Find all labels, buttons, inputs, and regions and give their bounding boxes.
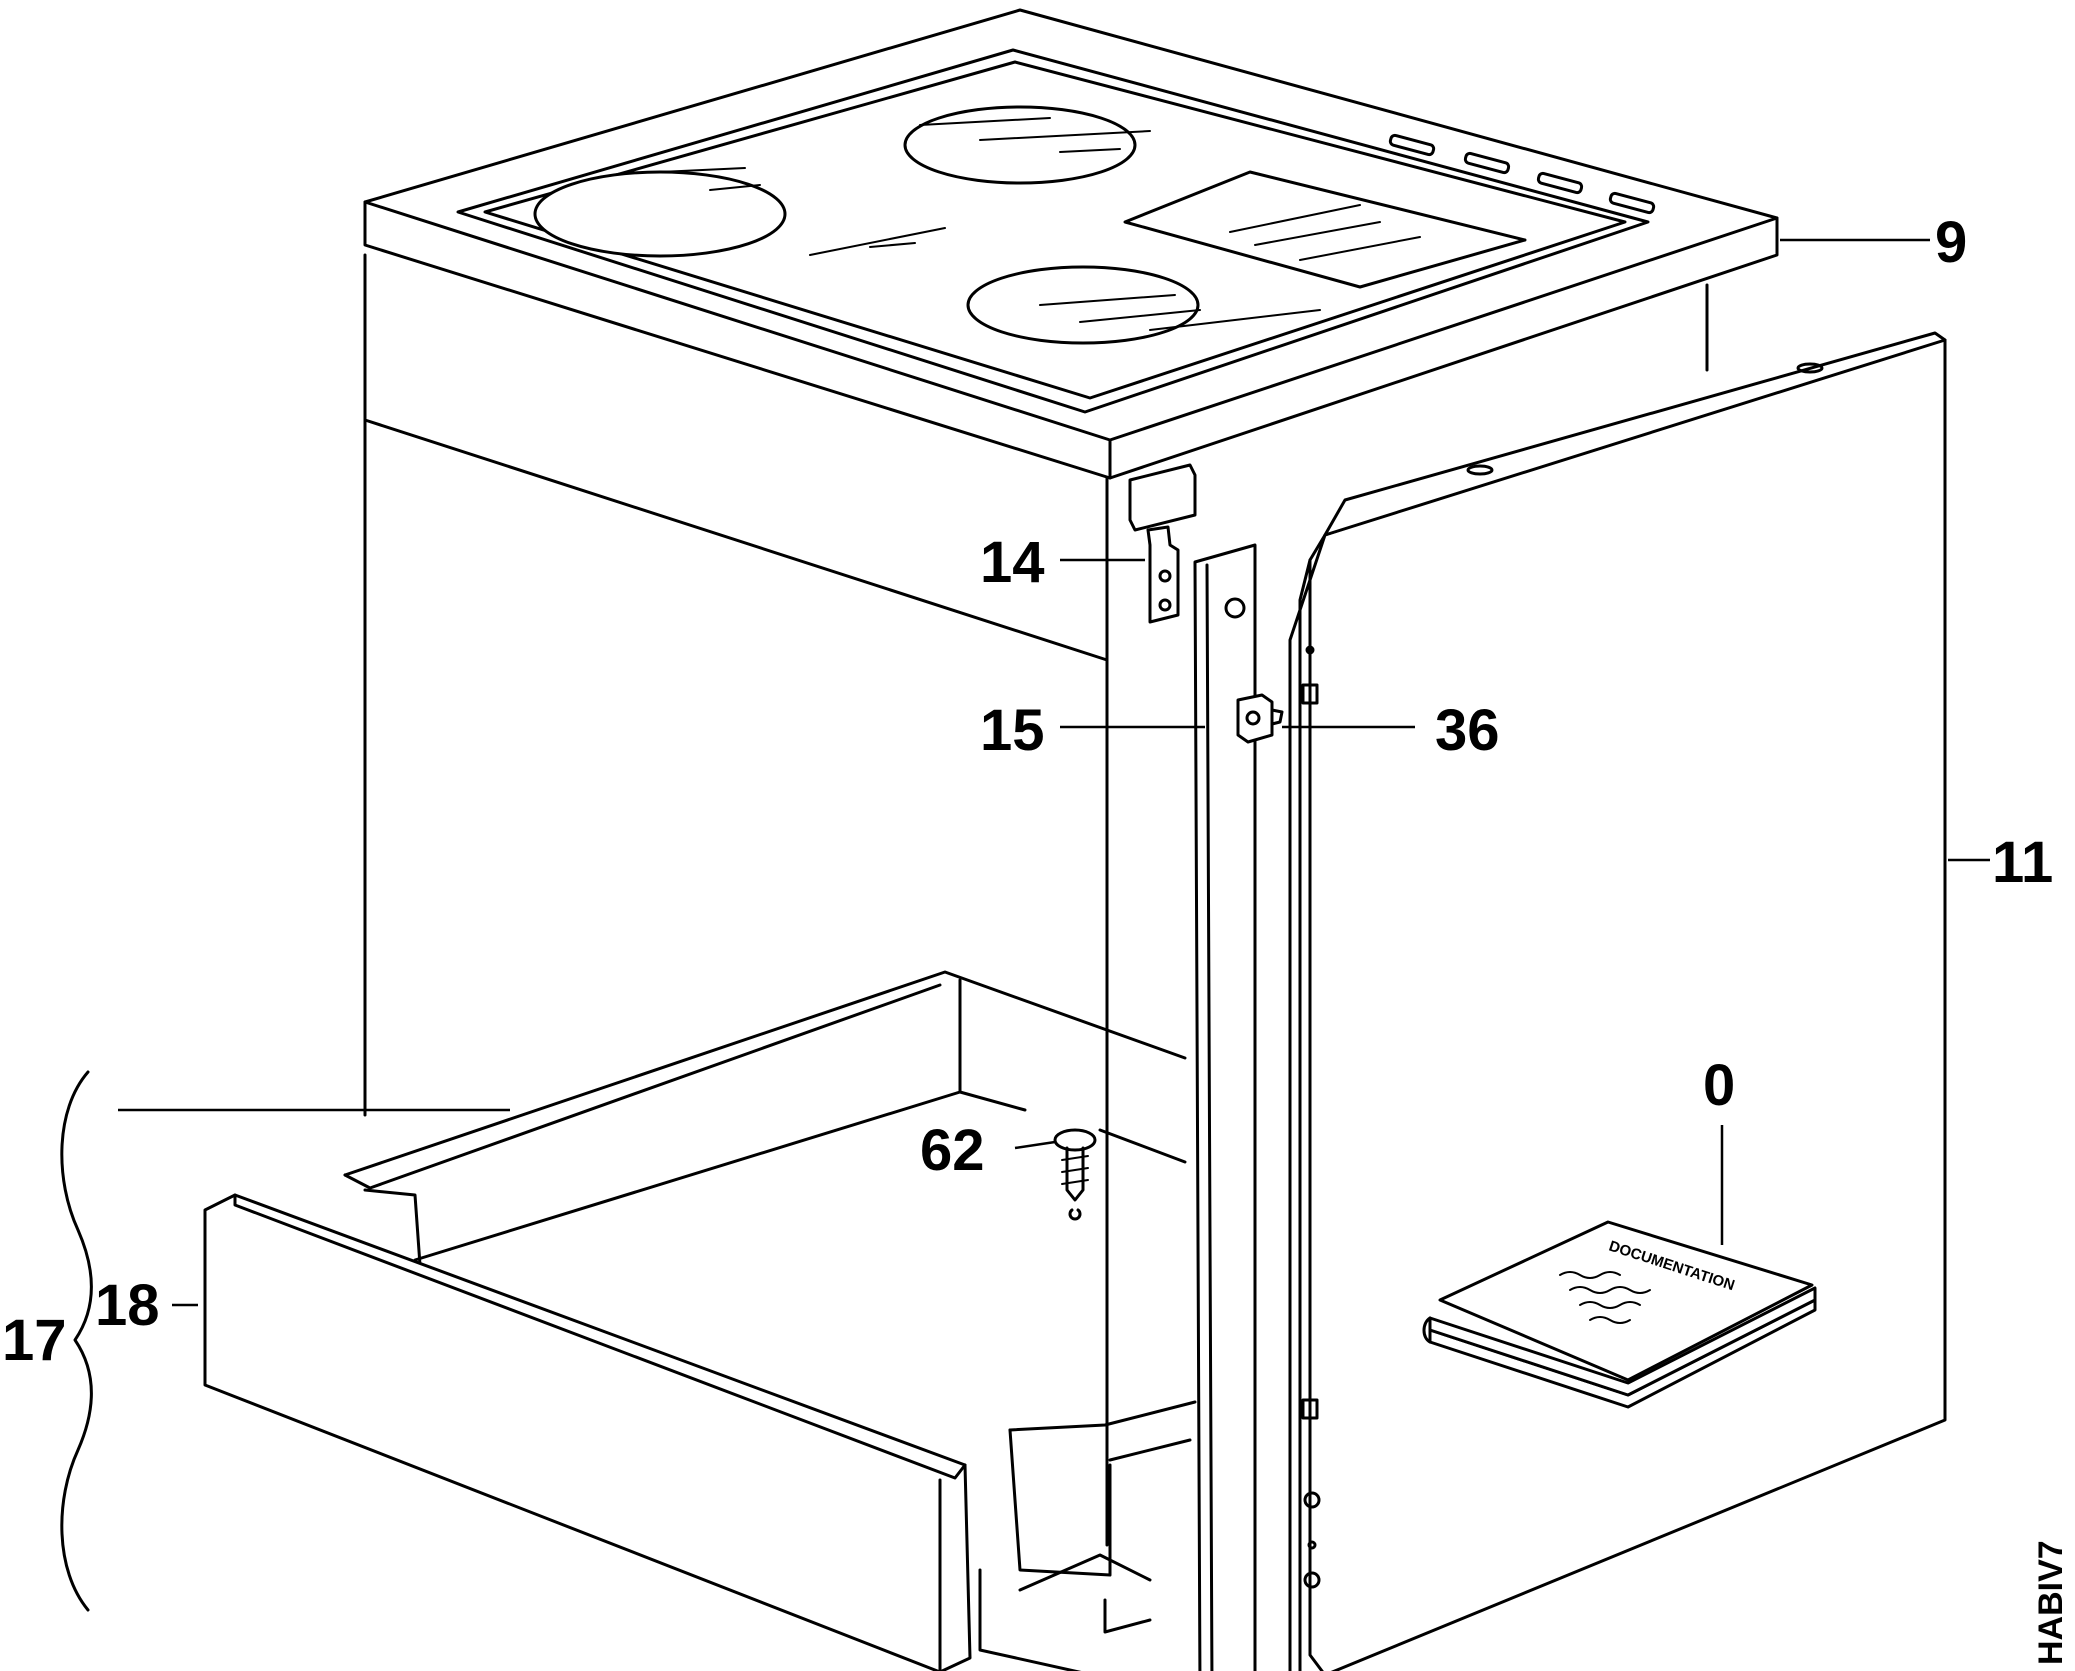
label-14: 14 xyxy=(980,530,1045,595)
drawing-code: HABIV7 xyxy=(2032,1540,2070,1665)
label-17: 17 xyxy=(2,1308,67,1373)
hotplate-front-right xyxy=(966,265,1200,345)
label-62: 62 xyxy=(920,1118,985,1183)
label-18: 18 xyxy=(95,1273,160,1338)
booklet-text-lines xyxy=(1559,1271,1651,1324)
label-0: 0 xyxy=(1703,1053,1735,1118)
bracket xyxy=(1128,463,1197,624)
label-9: 9 xyxy=(1935,210,1967,275)
clip xyxy=(1236,693,1284,744)
label-15: 15 xyxy=(980,698,1045,763)
label-36: 36 xyxy=(1435,698,1500,763)
leader-lines xyxy=(118,238,1990,1307)
hob-top xyxy=(363,8,1779,480)
drawer xyxy=(343,970,1197,1671)
assembly-brace xyxy=(60,1070,93,1612)
hotplate-rear-left xyxy=(903,105,1137,185)
screw xyxy=(1053,1128,1097,1221)
drawer-front xyxy=(203,1193,972,1671)
front-strip xyxy=(1193,543,1257,1671)
hotplate-rectangular xyxy=(1123,170,1527,289)
hotplate-front-left xyxy=(533,170,787,258)
label-11: 11 xyxy=(1992,830,2053,895)
side-panel xyxy=(1288,331,1947,1671)
control-knob-slots xyxy=(1388,133,1656,215)
